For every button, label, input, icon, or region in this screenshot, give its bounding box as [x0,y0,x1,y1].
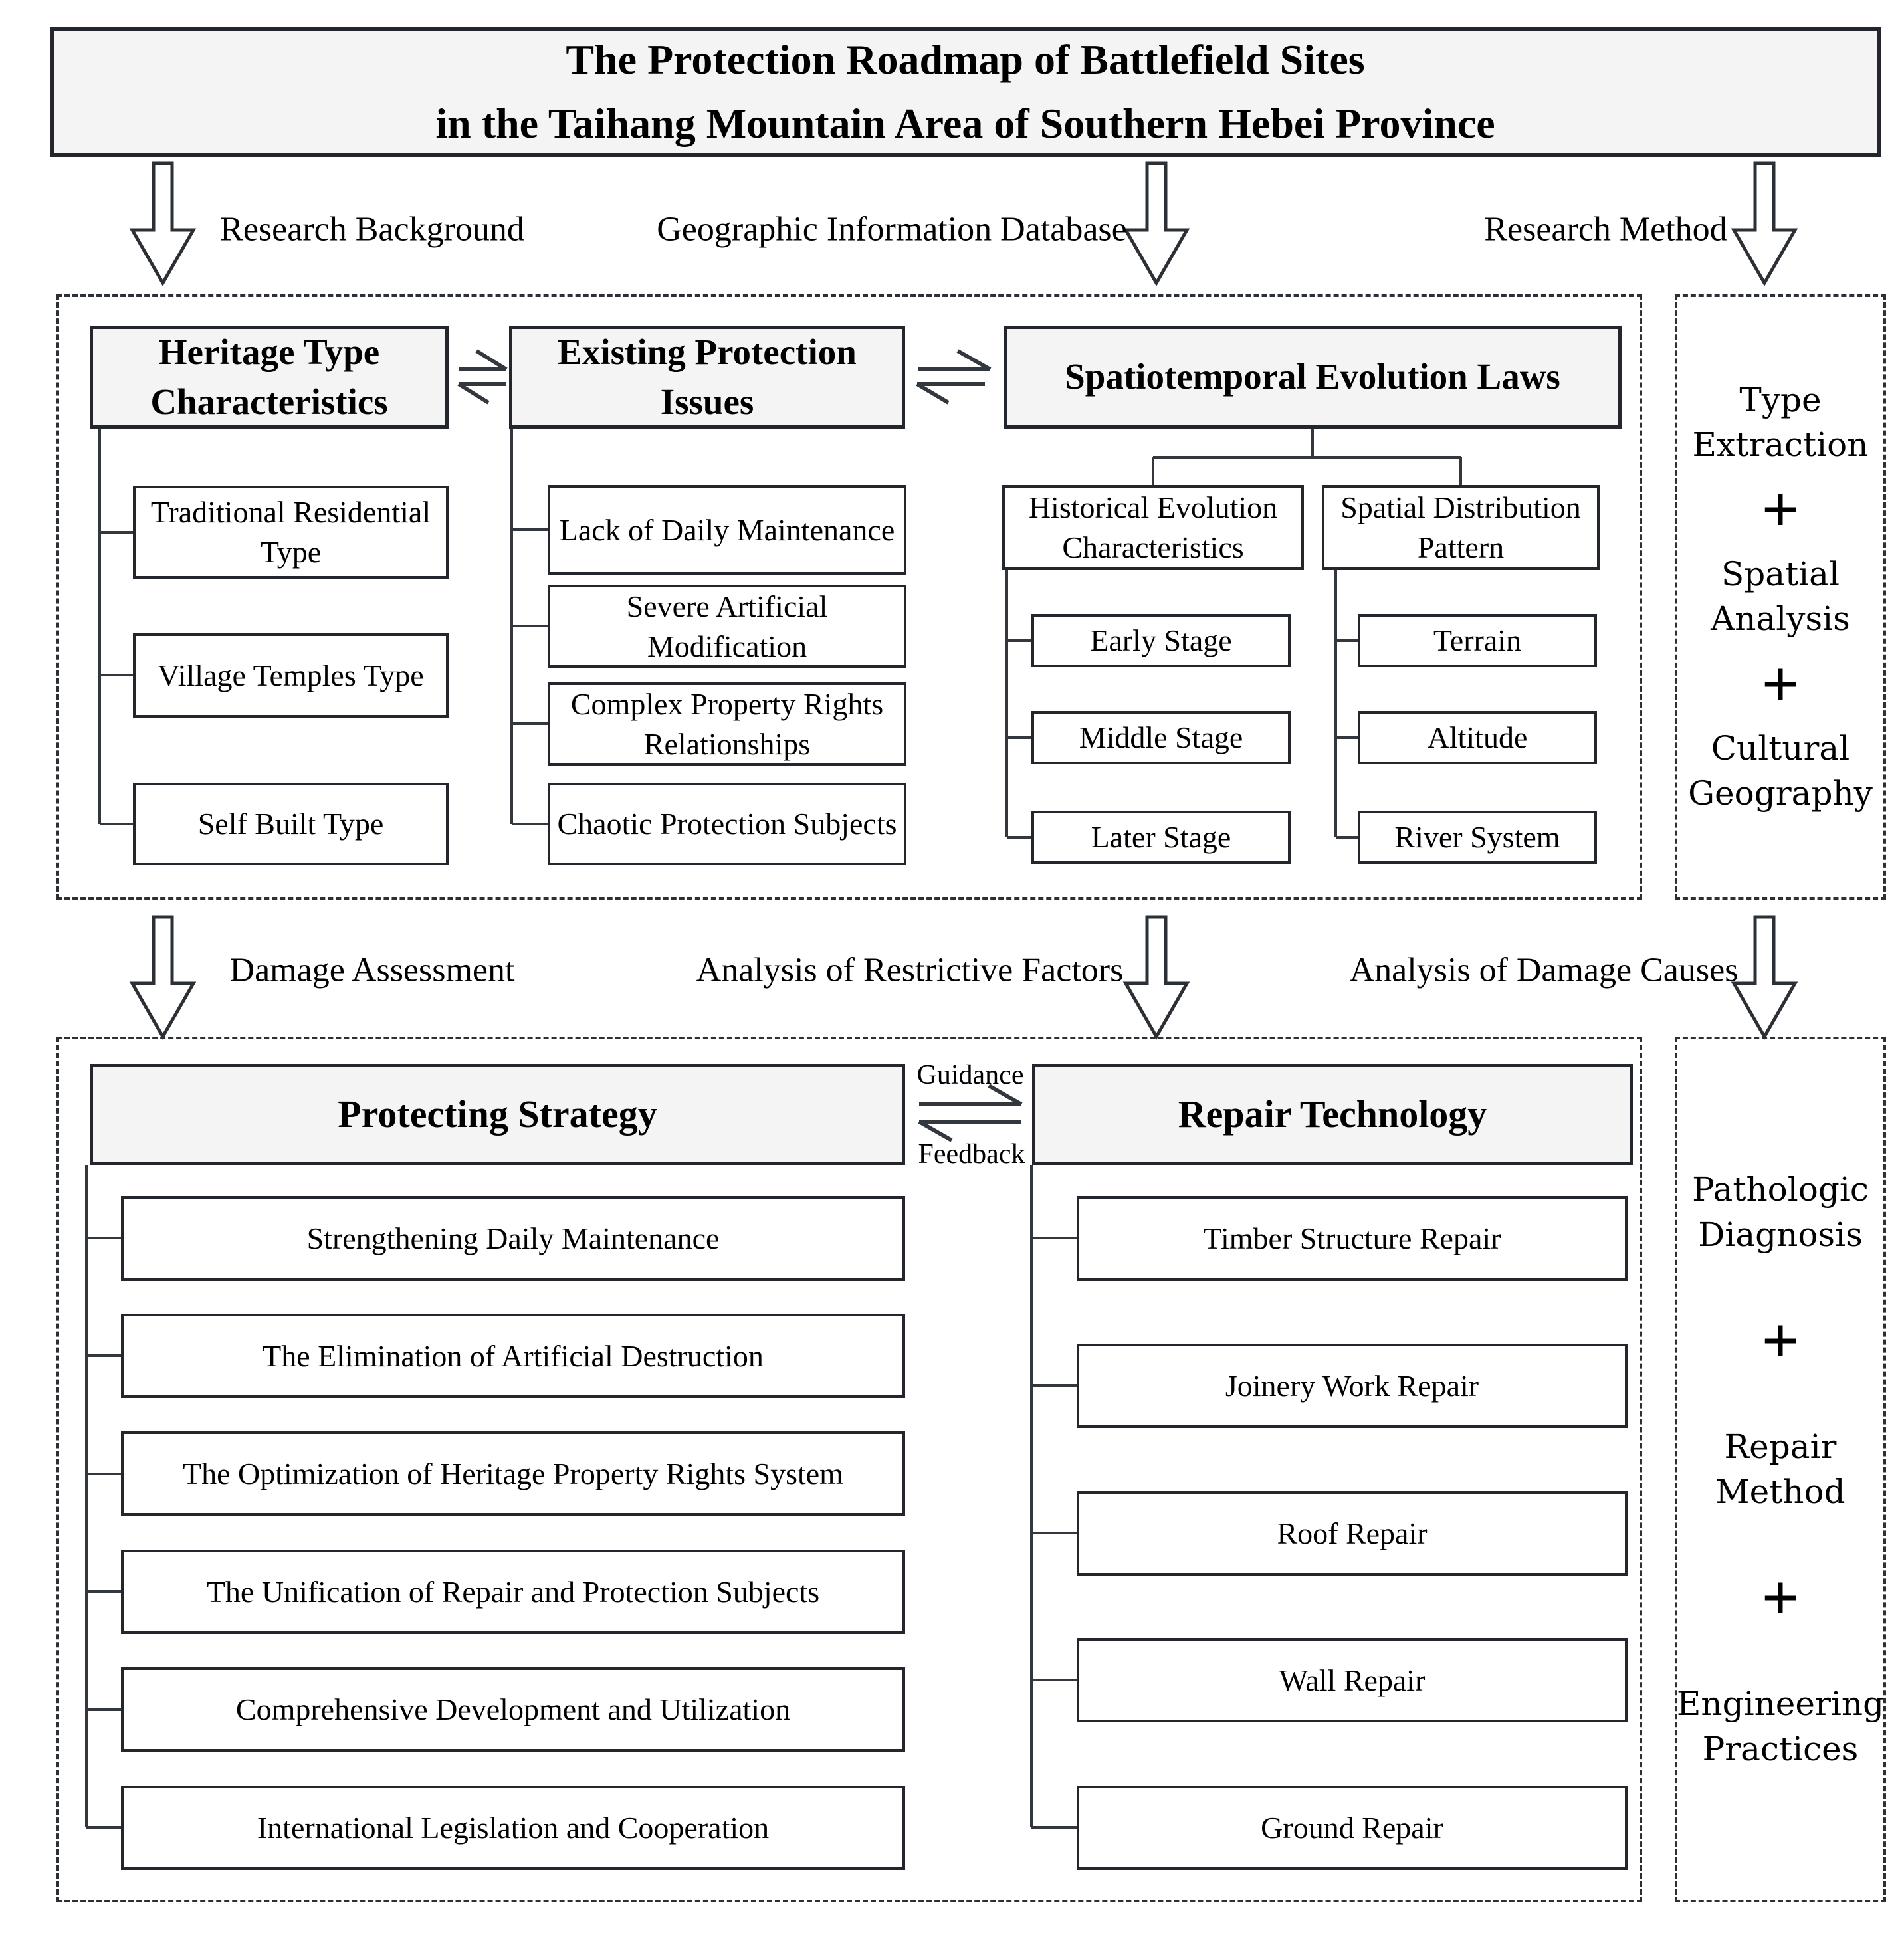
issue-item: Severe Artificial Modification [548,585,906,668]
type-extraction-label: Type Extraction [1692,380,1869,464]
plus-icon: + [1761,1304,1800,1378]
repair-item: Timber Structure Repair [1077,1196,1628,1281]
guidance-feedback-arrow-icon [918,1084,1023,1142]
repair-method-label: Repair Method [1715,1427,1846,1511]
strategy-item: The Unification of Repair and Protection… [121,1550,905,1634]
analysis-of-restrictive-factors-label: Analysis of Restrictive Factors [696,951,1124,989]
pathologic-diagnosis-label: Pathologic Diagnosis [1692,1170,1869,1254]
analysis-of-damage-causes-label: Analysis of Damage Causes [1349,951,1739,989]
heritage-item: Traditional Residential Type [133,486,449,579]
repair-item: Joinery Work Repair [1077,1344,1628,1428]
spatial-analysis-label: Spatial Analysis [1711,554,1850,639]
research-method-panel: Type Extraction + Spatial Analysis + Cul… [1677,297,1883,897]
research-background-label: Research Background [220,210,524,249]
repair-item: Roof Repair [1077,1491,1628,1576]
strategy-item: Comprehensive Development and Utilizatio… [121,1667,905,1752]
diagram-title-line2: in the Taihang Mountain Area of Southern… [435,100,1495,147]
issue-item: Complex Property Rights Relationships [548,682,906,766]
cultural-geography-label: Cultural Geography [1688,729,1873,813]
research-method-container [1675,294,1886,900]
heritage-item: Village Temples Type [133,633,449,718]
repair-technology-header: Repair Technology [1032,1064,1633,1165]
protecting-strategy-header: Protecting Strategy [90,1064,905,1165]
issue-item: Chaotic Protection Subjects [548,783,906,865]
spatial-factor-item: River System [1358,811,1597,864]
strategy-item: Strengthening Daily Maintenance [121,1196,905,1281]
guidance-label: Guidance [916,1060,1024,1090]
historical-evolution-characteristics-box: Historical Evolution Characteristics [1002,485,1304,570]
strategy-item: The Elimination of Artificial Destructio… [121,1314,905,1398]
geographic-information-database-label: Geographic Information Database [657,210,1127,249]
heritage-item: Self Built Type [133,783,449,865]
plus-icon: + [1761,1561,1800,1635]
spatial-distribution-pattern-box: Spatial Distribution Pattern [1322,485,1600,570]
plus-icon: + [1761,472,1800,547]
evolution-stage-item: Early Stage [1031,614,1291,667]
down-arrow-icon [129,161,1798,287]
spatial-factor-item: Altitude [1358,711,1597,764]
existing-protection-issues-header: Existing Protection Issues [509,326,905,429]
strategy-item: International Legislation and Cooperatio… [121,1786,905,1870]
repair-item: Ground Repair [1077,1786,1628,1870]
research-method-label: Research Method [1484,210,1727,249]
damage-assessment-label: Damage Assessment [229,951,515,989]
engineering-practices-label: Engineering Practices [1676,1685,1885,1768]
diagram-title-line1: The Protection Roadmap of Battlefield Si… [566,36,1365,83]
plus-icon: + [1761,647,1800,721]
repair-method-container [1675,1037,1886,1902]
spatiotemporal-evolution-laws-header: Spatiotemporal Evolution Laws [1004,326,1622,429]
repair-item: Wall Repair [1077,1638,1628,1722]
heritage-type-characteristics-header: Heritage Type Characteristics [90,326,449,429]
spatial-factor-item: Terrain [1358,614,1597,667]
down-arrow-icon [129,915,1798,1041]
analysis-section-container [56,294,1642,900]
issue-item: Lack of Daily Maintenance [548,485,906,575]
diagram-title: The Protection Roadmap of Battlefield Si… [50,27,1881,157]
repair-method-panel: Pathologic Diagnosis + Repair Method + E… [1676,1039,1885,1900]
feedback-label: Feedback [918,1139,1025,1170]
tree-connectors [85,429,1462,1829]
evolution-stage-item: Later Stage [1031,811,1291,864]
strategy-section-container [56,1037,1642,1902]
strategy-item: The Optimization of Heritage Property Ri… [121,1431,905,1516]
evolution-stage-item: Middle Stage [1031,711,1291,764]
equilibrium-arrow-icon [457,349,992,405]
